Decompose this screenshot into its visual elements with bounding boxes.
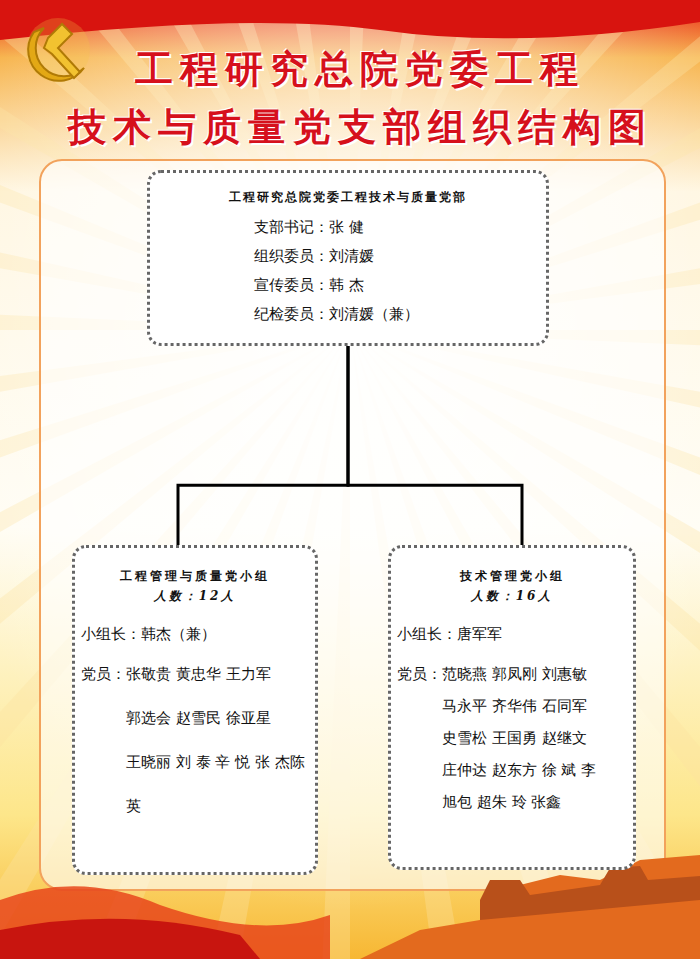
title: 工程研究总院党委工程 技术与质量党支部组织结构图 <box>20 40 700 156</box>
box-text: 组织委员：刘清媛 <box>160 242 536 271</box>
box-text: 支部书记：张 健 <box>160 213 536 242</box>
box-text: 党员：张敬贵 黄忠华 王力军 郭选会 赵雪民 徐亚星 王晓丽 刘 泰 辛 悦 张… <box>81 652 309 828</box>
box-text: 党员：范晓燕 郭凤刚 刘惠敏 马永平 齐华伟 石同军 史雪松 王国勇 赵继文 庄… <box>397 658 627 818</box>
box-text: 纪检委员：刘清媛（兼） <box>160 300 536 329</box>
connector <box>348 346 522 545</box>
box-text: 人数：16人 <box>397 586 627 606</box>
panel <box>40 160 665 890</box>
party-emblem <box>26 18 90 82</box>
box-heading: 技术管理党小组 <box>397 566 627 586</box>
group-box: 工程管理与质量党小组人数：12人小组长：韩杰（兼） 党员：张敬贵 黄忠华 王力军 … <box>72 545 318 875</box>
group-box: 技术管理党小组人数：16人小组长：唐军军党员：范晓燕 郭凤刚 刘惠敏 马永平 齐… <box>388 545 636 870</box>
box-text: 宣传委员：韩 杰 <box>160 271 536 300</box>
connector <box>178 346 348 545</box>
box-text: 人数：12人 <box>81 586 309 606</box>
box-heading: 工程研究总院党委工程技术与质量党部 <box>160 187 536 207</box>
box-heading: 工程管理与质量党小组 <box>81 566 309 586</box>
branch-box: 工程研究总院党委工程技术与质量党部支部书记：张 健组织委员：刘清媛宣传委员：韩 … <box>147 170 549 346</box>
box-text: 小组长：韩杰（兼） <box>81 622 309 646</box>
box-text: 小组长：唐军军 <box>397 622 627 646</box>
